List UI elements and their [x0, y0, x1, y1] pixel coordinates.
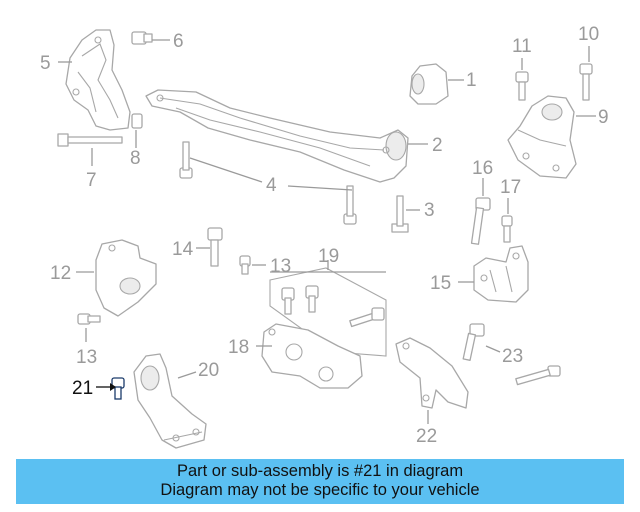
callout-21-arrowhead — [110, 383, 116, 391]
part-14-bolt — [207, 227, 223, 267]
callout-14: 14 — [172, 239, 194, 260]
part-10-bolt — [579, 63, 593, 101]
banner-line-1: Part or sub-assembly is #21 in diagram — [176, 462, 464, 480]
callout-9: 9 — [598, 107, 609, 128]
part-13-bolt-a — [239, 255, 251, 275]
part-23-bolt-b — [515, 365, 561, 386]
part-3-stud — [391, 195, 409, 233]
part-8-nut — [131, 113, 143, 129]
part-2-crossmember — [145, 89, 409, 183]
banner-line-2: Diagram may not be specific to your vehi… — [160, 481, 480, 499]
part-17-bolt — [501, 215, 513, 243]
callout-3: 3 — [424, 200, 435, 221]
callout-2: 2 — [432, 135, 443, 156]
part-20-mount — [133, 353, 207, 449]
part-13-bolt-b — [77, 313, 101, 325]
callout-6: 6 — [173, 31, 184, 52]
callout-21: 21 — [72, 378, 93, 399]
part-7-bolt — [57, 133, 123, 147]
callout-15: 15 — [430, 273, 451, 294]
part-4-bolt-a — [179, 141, 193, 179]
part-16-bolt — [470, 197, 491, 245]
callout-17: 17 — [500, 177, 521, 198]
callout-labels: 5 6 7 8 1 2 3 4 9 10 11 12 14 13 13 16 1… — [40, 24, 609, 447]
part-5-bracket — [65, 29, 131, 131]
part-6-nut — [131, 31, 153, 45]
callout-5: 5 — [40, 53, 51, 74]
part-9-mount — [507, 95, 577, 179]
info-banner: Part or sub-assembly is #21 in diagram D… — [16, 459, 624, 504]
callout-23: 23 — [502, 346, 523, 367]
callout-1: 1 — [466, 70, 477, 91]
part-12-mount — [95, 239, 157, 317]
callout-19: 19 — [318, 246, 339, 267]
callout-13a: 13 — [270, 256, 291, 277]
callout-16: 16 — [472, 158, 493, 179]
leader-lines — [58, 39, 596, 424]
part-4-bolt-b — [343, 185, 357, 225]
part-23-bolt-a — [462, 323, 485, 361]
part-18-bracket — [261, 323, 363, 389]
part-15-bracket — [473, 245, 529, 303]
part-21-bolt — [111, 377, 125, 400]
callout-22: 22 — [416, 426, 437, 447]
callout-13b: 13 — [76, 347, 97, 368]
callout-18: 18 — [228, 337, 249, 358]
callout-11: 11 — [512, 36, 532, 57]
part-1-mount — [409, 63, 449, 105]
callout-20: 20 — [198, 360, 219, 381]
part-19-group — [269, 267, 387, 357]
part-11-bolt — [515, 71, 529, 101]
callout-7: 7 — [86, 170, 97, 191]
part-22-bracket — [395, 337, 469, 409]
callout-10: 10 — [578, 24, 599, 45]
callout-8: 8 — [130, 148, 141, 169]
callout-12: 12 — [50, 263, 71, 284]
callout-4: 4 — [266, 175, 277, 196]
